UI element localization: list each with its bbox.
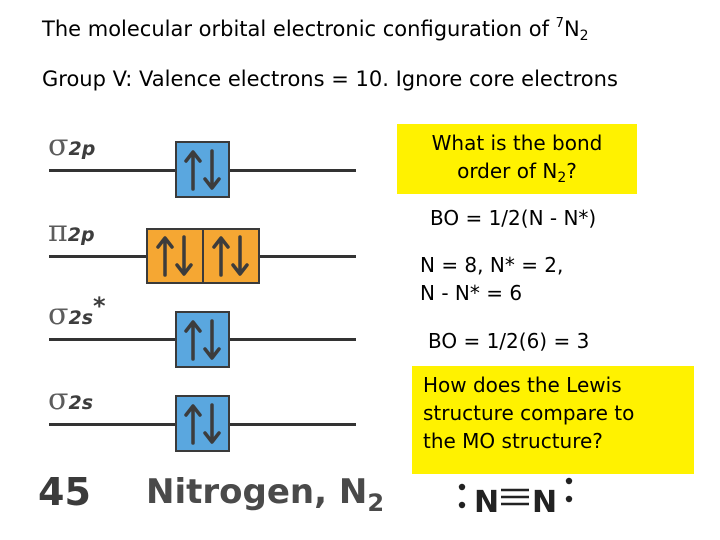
atomic-number: 45 [38,470,91,514]
pi-2p-orbital-box-1 [146,228,204,284]
electron-pair-arrows-icon [156,235,193,277]
electron-pair-arrows-icon [183,402,221,445]
sigma-2p-orbital-box [175,141,230,198]
bond-order-formula: BO = 1/2(N - N*) [430,206,597,230]
question2-line2: structure compare to [423,401,635,425]
question2-line3: the MO structure? [423,429,603,453]
lewis-atom-left: N [474,485,499,520]
pi-2p-label: π2p [48,214,95,249]
mo-diagram: σ2p π2p σ2s* σ2s 45 Nitrogen, N2 [38,128,384,517]
sigma-star-2s-orbital-box [175,311,230,368]
lewis-comparison-question: How does the Lewis structure compare to … [412,366,694,474]
bond-order-result: BO = 1/2(6) = 3 [428,329,590,353]
lewis-structure-drawing: N N [458,477,573,520]
sigma-2s-orbital-box [175,395,230,452]
lewis-atom-right: N [532,485,557,520]
question2-line1: How does the Lewis [423,373,622,397]
lewis-structure: N N [445,472,595,522]
pi-2p-orbital-box-2 [202,228,260,284]
sigma-2s-label: σ2s [48,382,94,417]
slide-title: The molecular orbital electronic configu… [42,16,589,44]
sigma-2p-label: σ2p [48,128,96,163]
slide-subtitle: Group V: Valence electrons = 10. Ignore … [42,67,618,91]
bond-order-question: What is the bond order of N2? [397,124,637,194]
electron-pair-arrows-icon [212,235,249,277]
question1-line2: order of N2? [457,159,577,186]
counts-line1: N = 8, N* = 2, [420,253,564,277]
counts-line2: N - N* = 6 [420,281,523,305]
molecule-name: Nitrogen, N2 [146,472,385,517]
sigma-star-2s-label: σ2s* [48,292,106,332]
electron-pair-arrows-icon [183,148,221,191]
question1-line1: What is the bond [431,131,603,155]
electron-pair-arrows-icon [183,318,221,361]
electron-counts: N = 8, N* = 2, N - N* = 6 [420,251,563,307]
